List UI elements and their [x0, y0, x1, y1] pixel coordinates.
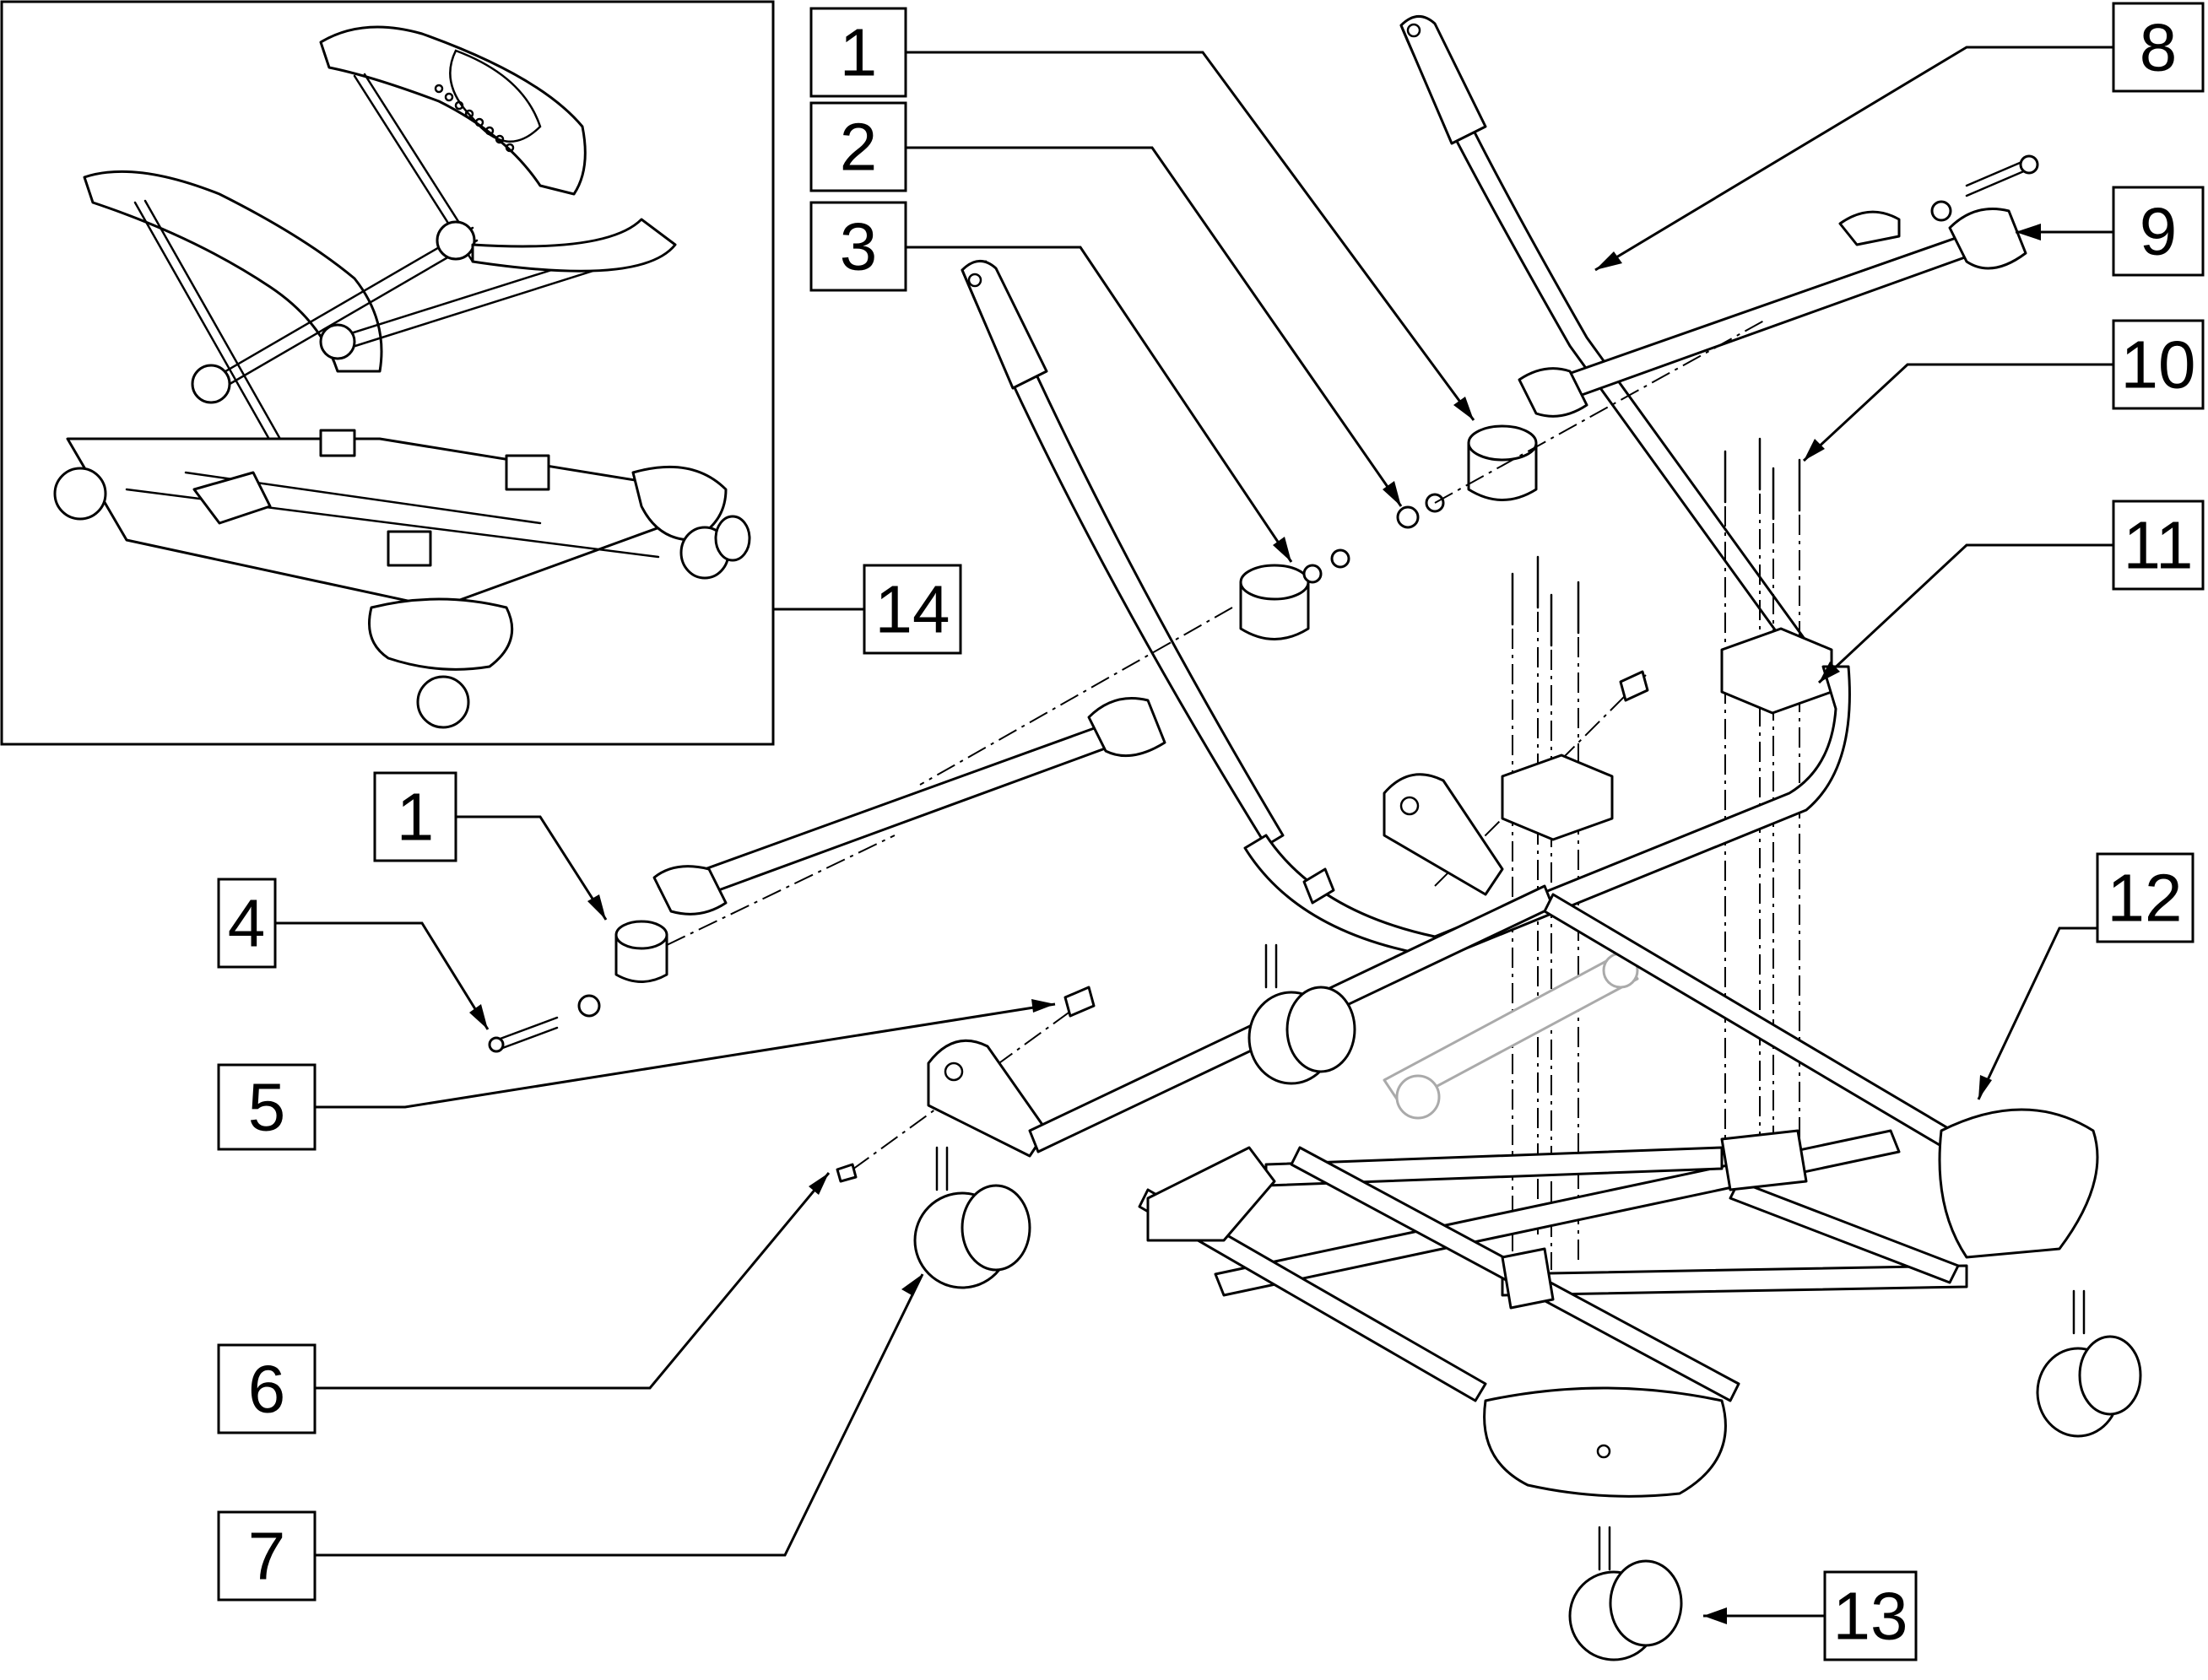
middle-cross-bar-cap: [1087, 697, 1166, 758]
nut-and-washer-2: [1396, 493, 1445, 529]
screw-and-washer-4: [488, 994, 601, 1053]
base-block-a: [1501, 1247, 1555, 1310]
caster-wheel-left: [1247, 943, 1356, 1085]
callout-6: 6: [217, 1343, 317, 1434]
inset-center-bracket: [192, 471, 272, 525]
upper-cross-bar: [1526, 218, 2021, 412]
block-11: [1720, 627, 1833, 715]
callout-label: 8: [2140, 10, 2178, 85]
ghost-pivot-arm: [1383, 952, 1639, 1107]
screw-6: [836, 1163, 858, 1183]
assembled-view-inset: [0, 0, 775, 746]
end-cap-right-12: [1938, 1108, 2099, 1259]
inset-front-seat-panel: [83, 170, 383, 373]
callout-label: 7: [248, 1519, 286, 1594]
callout-arrowheads: [469, 224, 2041, 1624]
inset-frame: [0, 0, 775, 746]
callout-label: 11: [2123, 508, 2193, 583]
screw-9-head: [2019, 154, 2039, 175]
callout-label: 1: [397, 780, 435, 855]
exploded-main-view: [488, 15, 2142, 1661]
washer-9: [1930, 200, 1952, 222]
inset-caster-wheels: [53, 467, 751, 729]
callout-10: 10: [2112, 319, 2205, 410]
base-bar-2: [1729, 1180, 1960, 1284]
callout-1-lower: 1: [373, 771, 457, 862]
callout-label: 10: [2121, 327, 2196, 402]
callout-label: 1: [840, 15, 878, 90]
inset-hub-left: [191, 364, 231, 404]
callout-label: 4: [228, 886, 266, 961]
screw-5: [1063, 986, 1096, 1018]
base-cross-rail-b: [1501, 1264, 1968, 1297]
inset-block-a: [505, 454, 550, 491]
end-cap-front: [1483, 1386, 1727, 1498]
inset-block-c: [319, 429, 356, 457]
callout-label: 3: [840, 209, 878, 284]
callout-7: 7: [217, 1510, 317, 1602]
middle-cross-bar-left-cap: [652, 865, 728, 916]
callout-label: 9: [2140, 194, 2178, 269]
callout-14: 14: [863, 564, 962, 655]
pivot-bracket-lower: [927, 1039, 1048, 1158]
pivot-bracket-upper: [1383, 773, 1504, 896]
pin-set-lower: [1511, 555, 1580, 1270]
left-handle-tube: [961, 260, 1285, 847]
axis-line-upper: [1434, 320, 1765, 504]
caster-wheel-front-13: [1568, 1526, 1683, 1661]
caster-wheel-right: [2036, 1289, 2142, 1438]
callout-12: 12: [2096, 852, 2194, 943]
callout-2: 2: [809, 101, 907, 192]
right-handle-sleeve: [1399, 15, 1487, 145]
nut-3: [1302, 564, 1323, 584]
axis-line-screw-5: [852, 1003, 1081, 1170]
base-long-rail-back: [1543, 893, 1968, 1158]
upper-cross-bar-left-cap: [1518, 367, 1588, 418]
inset-hub-front: [319, 323, 356, 360]
callout-label: 5: [248, 1070, 286, 1145]
middle-cross-bar: [657, 707, 1160, 910]
callout-4: 4: [217, 878, 277, 969]
callout-9: 9: [2112, 186, 2205, 277]
inset-front-end-cap: [368, 597, 514, 671]
callout-5: 5: [217, 1063, 317, 1151]
callout-label: 2: [840, 110, 878, 185]
callout-3: 3: [809, 201, 907, 292]
inset-block-b: [387, 530, 432, 567]
caster-wheel-front-left: [913, 1146, 1031, 1289]
axis-line-lower: [666, 835, 896, 946]
inset-rear-seat-holes: [434, 84, 515, 153]
left-handle-sleeve: [961, 260, 1048, 390]
callout-label: 12: [2108, 861, 2183, 936]
base-block-b: [1720, 1129, 1808, 1191]
screw-upper-small: [1619, 670, 1649, 702]
block-mid: [1501, 754, 1614, 841]
washer-3: [1330, 548, 1350, 569]
callout-11: 11: [2112, 500, 2205, 591]
upper-bushing: [1838, 210, 1901, 246]
inset-right-end-cap: [631, 465, 728, 542]
base-center-bracket: [1146, 1146, 1276, 1242]
axis-line-mid: [919, 607, 1233, 786]
callout-label: 14: [875, 572, 950, 647]
callout-label: 13: [1833, 1579, 1908, 1654]
callout-label: 6: [248, 1352, 286, 1427]
callout-8: 8: [2112, 2, 2205, 93]
upper-cross-bar-end-cap: [1948, 208, 2027, 270]
inset-rocker-arm: [471, 218, 677, 273]
base-long-rail-front: [1138, 1188, 1487, 1402]
pin-bushing: [1302, 867, 1335, 905]
inset-rear-seat-panel: [319, 25, 587, 196]
inset-hub-center: [436, 220, 476, 261]
callout-13: 13: [1823, 1570, 1918, 1661]
callout-1-upper: 1: [809, 7, 907, 98]
